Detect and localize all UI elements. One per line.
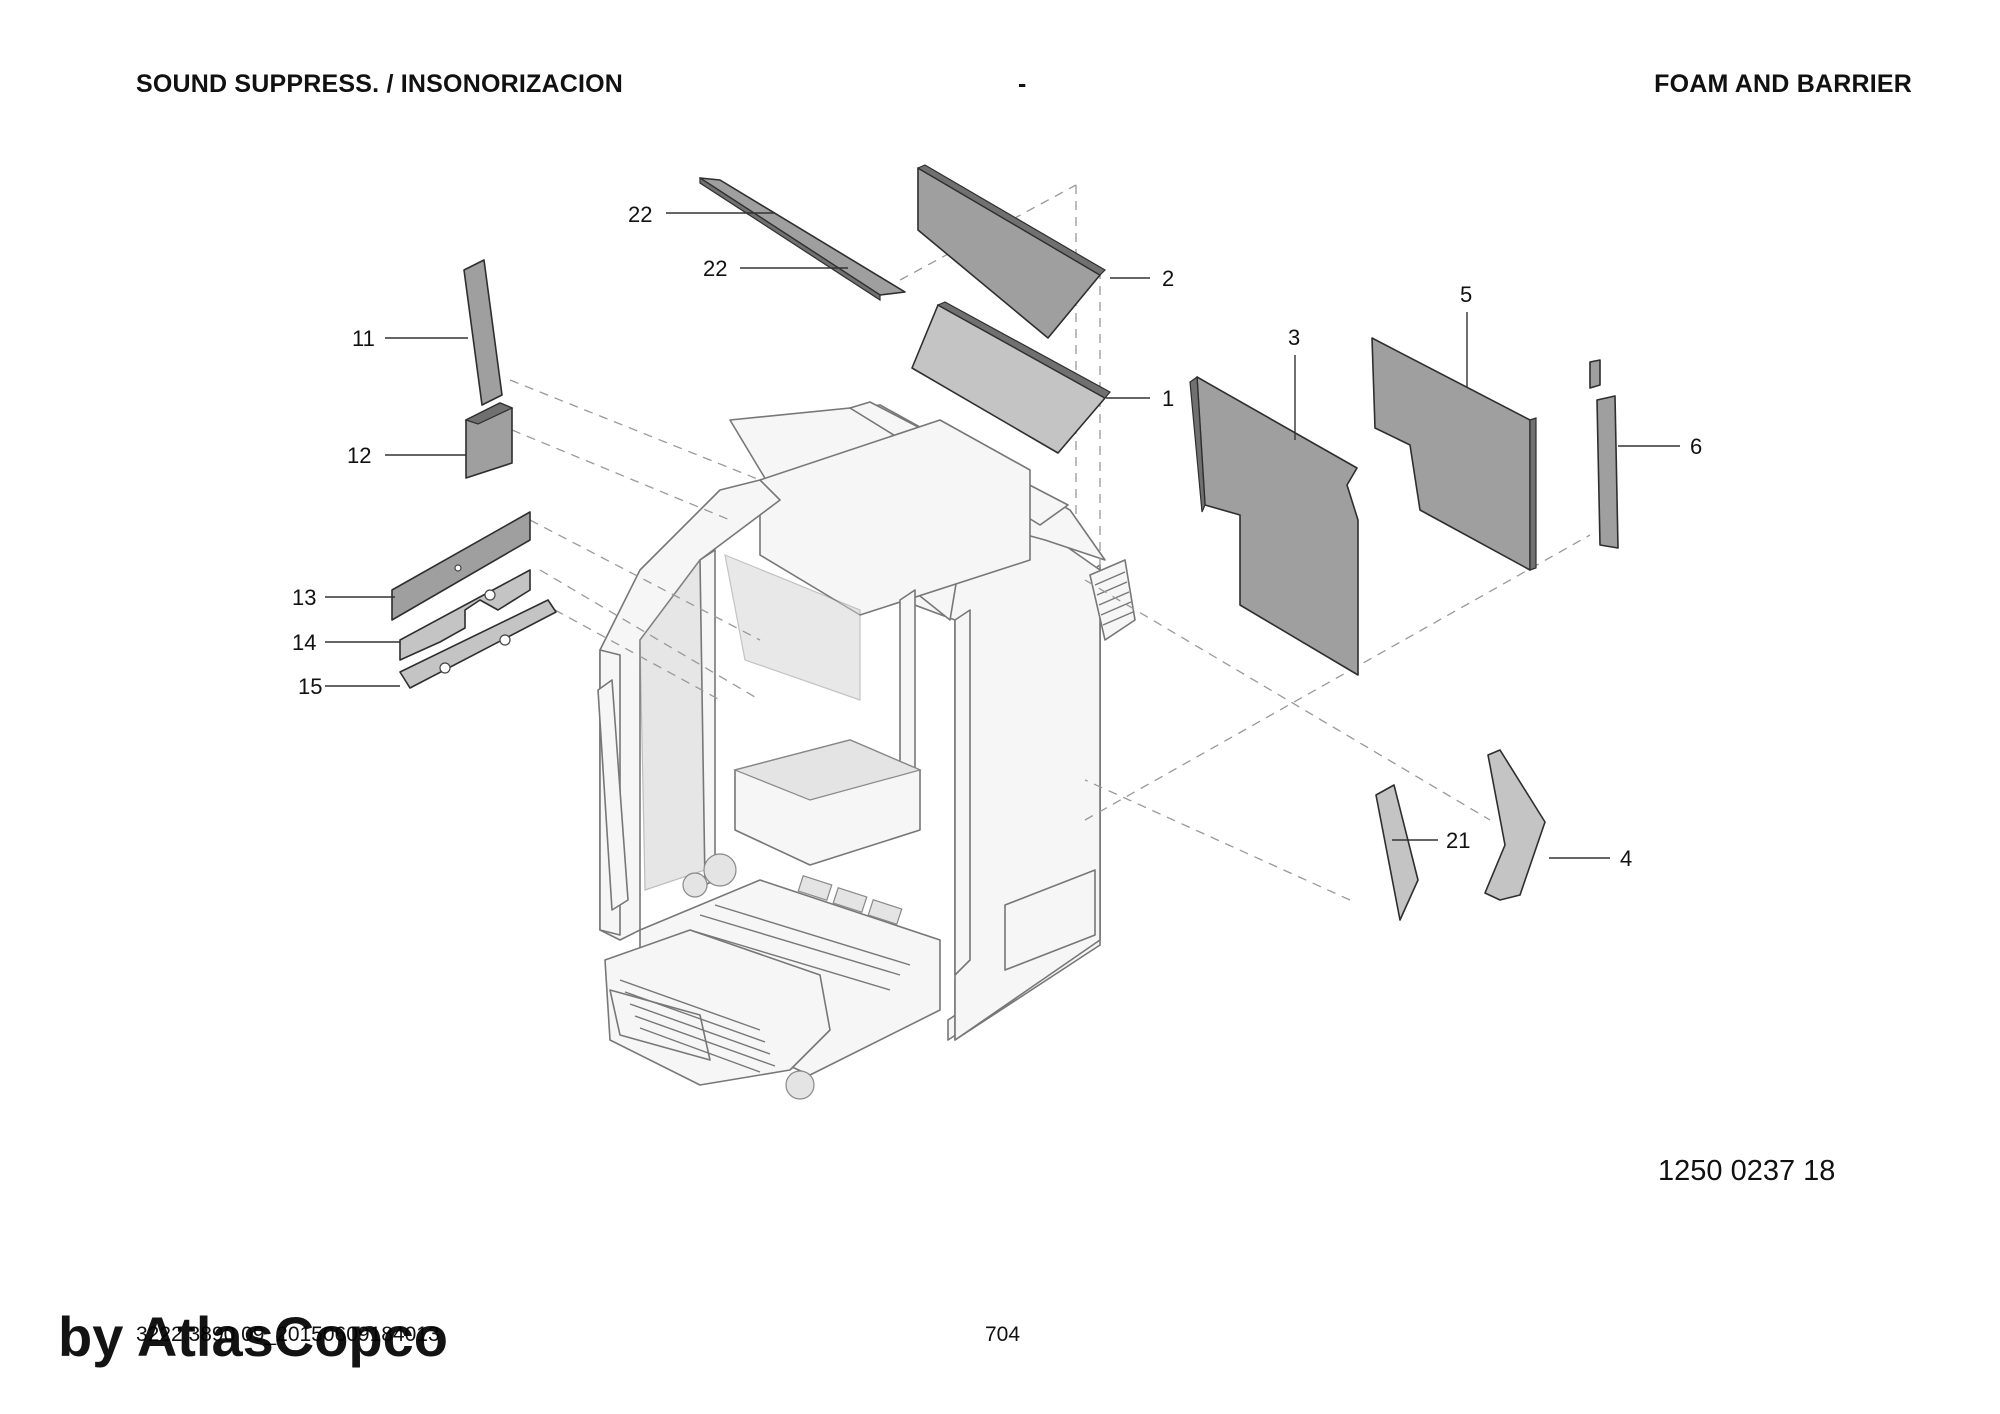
part-3-side-panel[interactable]: [1189, 375, 1359, 676]
document-reference: 3222 3890 09_20150609184013: [136, 1323, 440, 1346]
part-5-side-panel[interactable]: [1371, 337, 1537, 571]
cab-frame: [597, 401, 1136, 1100]
part-1-roof-panel[interactable]: [911, 301, 1111, 454]
part-11-pillar-foam[interactable]: [463, 259, 503, 406]
part-6-pillar-strip[interactable]: [1589, 359, 1619, 549]
callout-22-upper: 22: [628, 202, 652, 227]
callout-3: 3: [1288, 325, 1300, 350]
step-tread-lines: [619, 979, 776, 1073]
callout-labels: 22 22 2 1 11 12 13 14 15 3 5 6 21 4: [292, 202, 1702, 871]
leader-lines: [325, 212, 1680, 859]
floor-slots: [797, 875, 903, 925]
part-22-strip-upper[interactable]: [699, 176, 906, 302]
drawing-number: 1250 0237 18: [1658, 1155, 1836, 1187]
callout-15: 15: [298, 674, 322, 699]
page-number: 704: [985, 1323, 1021, 1346]
header-section-title: SOUND SUPPRESS. / INSONORIZACION: [136, 70, 624, 98]
vent-louvres: [1094, 571, 1134, 626]
callout-13: 13: [292, 585, 316, 610]
part-15-foam-plate[interactable]: [399, 599, 557, 689]
callout-6: 6: [1690, 434, 1702, 459]
callout-4: 4: [1620, 846, 1632, 871]
watermark: by AtlasCopco: [58, 1305, 448, 1368]
callout-2: 2: [1162, 266, 1174, 291]
callout-1: 1: [1162, 386, 1174, 411]
part-14-foam-shaped[interactable]: [399, 569, 531, 661]
callout-22-lower: 22: [703, 256, 727, 281]
callout-11: 11: [352, 326, 375, 351]
part-21-corner-foam[interactable]: [1375, 784, 1419, 921]
part-12-foam-block[interactable]: [464, 402, 514, 479]
header-subsection-title: FOAM AND BARRIER: [1654, 70, 1912, 98]
callout-21: 21: [1446, 828, 1470, 853]
callout-12: 12: [347, 443, 371, 468]
header-separator: -: [1018, 70, 1027, 98]
assembly-guide-lines: [509, 184, 1591, 901]
part-13-foam-strip[interactable]: [391, 511, 531, 621]
callout-5: 5: [1460, 282, 1472, 307]
part-2-roof-panel[interactable]: [916, 164, 1106, 339]
part-4-corner-panel[interactable]: [1484, 749, 1546, 901]
callout-14: 14: [292, 630, 316, 655]
